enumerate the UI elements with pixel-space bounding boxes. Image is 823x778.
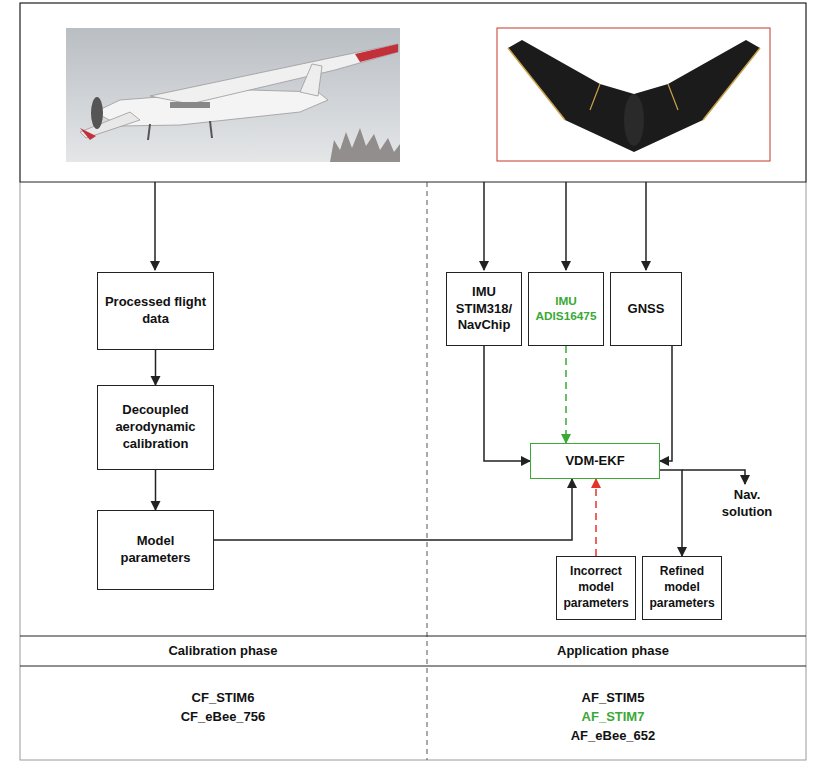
sensor-box: IMU STIM318/ NavChip [446,272,522,346]
aircraft-photo [66,28,400,162]
output-arrow [682,470,745,484]
data-arrow [645,182,647,270]
data-arrow [154,182,156,270]
flight-id: AF_eBee_652 [493,728,733,745]
box-label: Refined model parameters [649,564,715,611]
parameter-box: Model parameters [97,510,214,590]
parameter-box: Refined model parameters [642,556,722,620]
flow-connector [660,346,672,461]
table-rule [20,666,806,667]
box-label: VDM-EKF [565,453,624,470]
flying-wing-photo [497,28,770,161]
box-label: GNSS [628,301,665,318]
parameter-box: Incorrect model parameters [556,556,636,620]
outer-frame [20,3,806,760]
sensor-box: GNSS [610,272,682,346]
column-header: Calibration phase [103,643,343,660]
flight-id: AF_STIM5 [493,690,733,707]
flight-id: CF_eBee_756 [103,709,343,726]
box-label: Decoupled aerodynamic calibration [104,402,207,453]
flight-id: AF_STIM7 [493,709,733,726]
process-box: Processed flight data [97,272,214,350]
output-label: Nav. solution [717,487,777,521]
flow-connector [660,470,682,556]
process-box: Decoupled aerodynamic calibration [97,385,214,470]
flow-connector [595,479,597,556]
image-panel [20,3,806,182]
flow-connector [484,346,530,461]
flow-connector [155,470,157,510]
flight-id: CF_STIM6 [103,690,343,707]
flow-connector [155,350,157,385]
table-rule [20,636,806,637]
box-label: Incorrect model parameters [563,564,629,611]
phase-divider [427,182,428,760]
box-label: Processed flight data [104,294,207,328]
flow-connector [214,479,572,540]
flow-connector [565,346,567,443]
box-label: Model parameters [104,533,207,567]
data-arrow [565,182,567,270]
box-label: IMU STIM318/ NavChip [453,284,515,335]
data-arrow [483,182,485,270]
sensor-box: IMU ADIS16475 [528,272,604,346]
column-header: Application phase [493,643,733,660]
box-label: IMU ADIS16475 [535,294,597,325]
filter-box: VDM-EKF [530,443,660,479]
